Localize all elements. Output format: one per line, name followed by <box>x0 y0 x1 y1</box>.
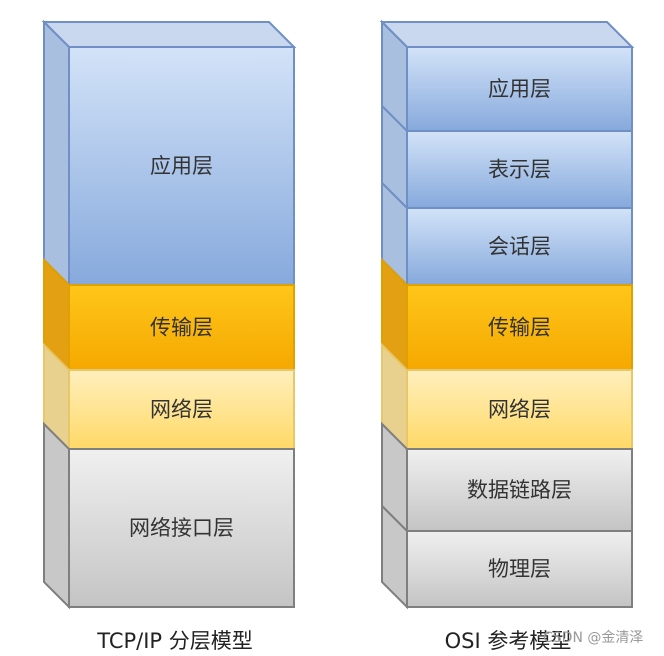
layer-label: 表示层 <box>488 158 551 182</box>
layer-front-face <box>68 369 295 450</box>
layer-front-face <box>406 130 633 209</box>
layer-side-face <box>43 421 70 610</box>
layer-label: 传输层 <box>488 316 551 340</box>
layer-label: 会话层 <box>488 235 551 259</box>
layer: 网络接口层 <box>43 421 295 610</box>
layer-label: 数据链路层 <box>467 478 572 502</box>
layer-label: 网络接口层 <box>129 516 234 540</box>
layer-label: 网络层 <box>150 398 213 422</box>
layer-label: 传输层 <box>150 316 213 340</box>
layer-front-face <box>68 448 295 608</box>
layer-side-face <box>43 19 70 288</box>
layer: 应用层 <box>43 19 295 288</box>
layer: 会话层 <box>381 180 633 288</box>
layer: 网络层 <box>43 342 295 452</box>
tcpip-caption: TCP/IP 分层模型 <box>96 629 253 653</box>
layer-label: 应用层 <box>150 154 213 178</box>
layer-front-face <box>406 207 633 286</box>
layer-label: 应用层 <box>488 77 551 101</box>
layer-front-face <box>406 448 633 532</box>
watermark: CSDN @金清泽 <box>543 630 643 646</box>
layer: 网络层 <box>381 342 633 452</box>
layer-front-face <box>406 369 633 450</box>
layer-label: 物理层 <box>488 557 551 581</box>
layer: 物理层 <box>381 503 633 610</box>
layer-front-face <box>406 530 633 608</box>
layer-front-face <box>406 46 633 132</box>
stack-top-face <box>41 21 297 48</box>
layer: 表示层 <box>381 103 633 211</box>
osi-caption: OSI 参考模型 <box>445 629 572 653</box>
layer-front-face <box>68 46 295 286</box>
layer: 数据链路层 <box>381 421 633 534</box>
layer: 应用层 <box>381 19 633 134</box>
layer-label: 网络层 <box>488 398 551 422</box>
layer: 传输层 <box>381 257 633 373</box>
layer-front-face <box>406 284 633 371</box>
stack-top-face <box>379 21 635 48</box>
